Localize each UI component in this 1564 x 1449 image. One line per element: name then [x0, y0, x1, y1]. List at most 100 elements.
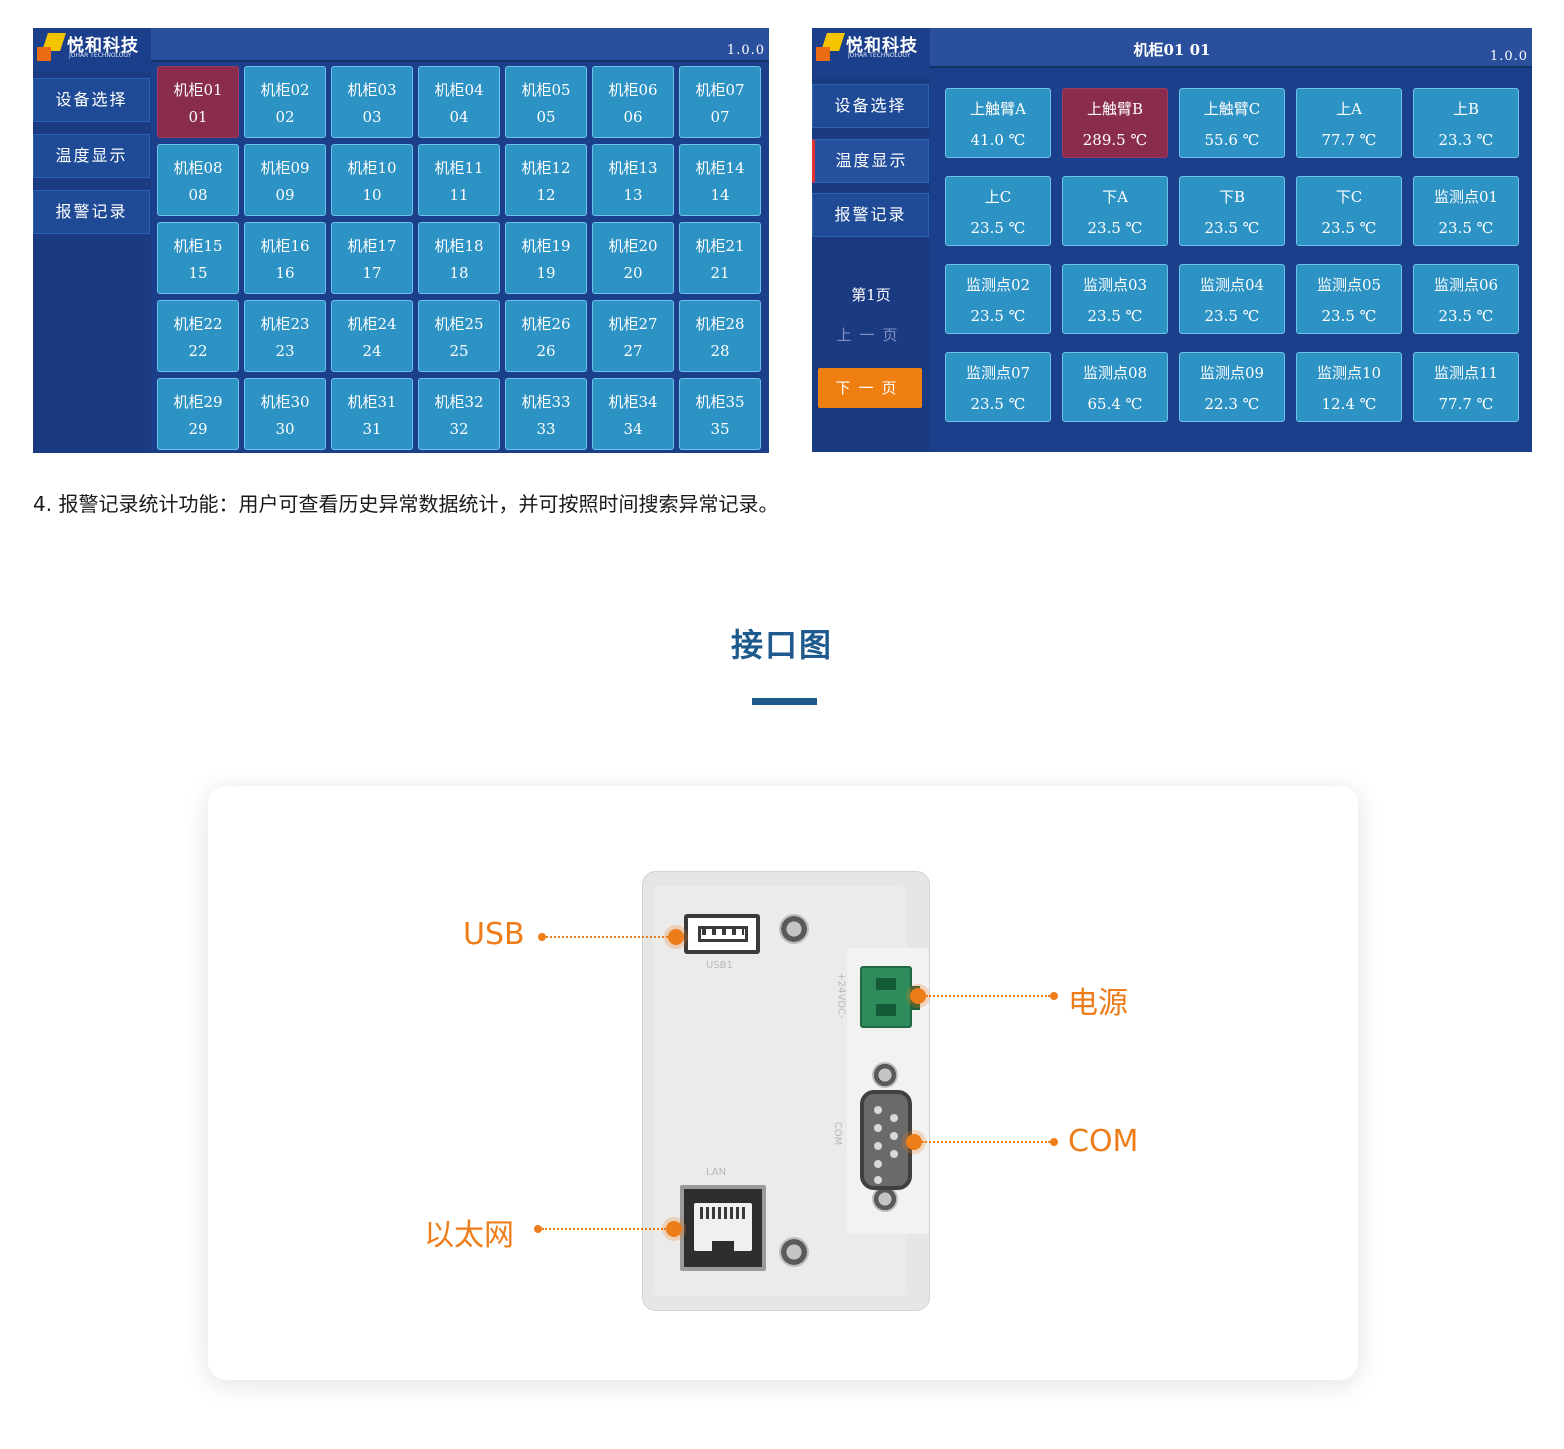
sensor-value: 55.6 ℃ — [1204, 130, 1260, 149]
brand-logo: 悦和科技 JOHAR TECHNOLOGY — [812, 28, 930, 72]
power-connector-icon — [860, 966, 920, 1028]
sidebar-item-alarm-records[interactable]: 报警记录 — [812, 193, 929, 237]
callout-dot — [1050, 1138, 1058, 1146]
cabinet-number: 23 — [275, 341, 295, 360]
sensor-value: 23.5 ℃ — [970, 306, 1026, 325]
callout-marker — [906, 1134, 922, 1150]
cabinet-name: 机柜13 — [608, 158, 658, 177]
sidebar-item-device-select[interactable]: 设备选择 — [812, 84, 929, 128]
cabinet-name: 机柜14 — [695, 158, 745, 177]
callout-line — [926, 995, 1050, 997]
sensor-value: 23.3 ℃ — [1438, 130, 1494, 149]
cabinet-tile[interactable]: 机柜15 15 — [157, 222, 239, 294]
cabinet-number: 15 — [188, 263, 208, 282]
cabinet-number: 32 — [449, 419, 469, 438]
sensor-name: 监测点02 — [965, 275, 1031, 294]
sensor-value: 22.3 ℃ — [1204, 394, 1260, 413]
cabinet-name: 机柜19 — [521, 236, 571, 255]
cabinet-name: 机柜24 — [347, 314, 397, 333]
sidebar: 设备选择 温度显示 报警记录 — [33, 72, 151, 453]
sensor-tile[interactable]: 监测点02 23.5 ℃ — [945, 264, 1051, 334]
cabinet-name: 机柜15 — [173, 236, 223, 255]
sensor-value: 12.4 ℃ — [1321, 394, 1377, 413]
brand-logo: 悦和科技 JOHAR TECHNOLOGY — [33, 28, 151, 72]
sidebar-item-temperature[interactable]: 温度显示 — [33, 134, 150, 178]
usb-port-tag: USB1 — [706, 960, 733, 971]
sidebar-item-temperature[interactable]: 温度显示 — [812, 139, 929, 183]
com-db9-icon — [860, 1090, 912, 1190]
next-page-button[interactable]: 下一页 — [818, 368, 922, 408]
cabinet-tile[interactable]: 机柜25 25 — [418, 300, 500, 372]
screw-icon — [779, 1237, 809, 1267]
sidebar-item-device-select[interactable]: 设备选择 — [33, 78, 150, 122]
screw-icon — [872, 1062, 898, 1088]
cabinet-name: 机柜35 — [695, 392, 745, 411]
sidebar-item-alarm-records[interactable]: 报警记录 — [33, 190, 150, 234]
cabinet-name: 机柜33 — [521, 392, 571, 411]
sensor-value: 23.5 ℃ — [1087, 306, 1143, 325]
sensor-value: 289.5 ℃ — [1082, 130, 1148, 149]
callout-marker — [666, 1221, 682, 1237]
screen-topbar: 机柜01 01 1.0.0 — [812, 28, 1532, 68]
brand-name-cn: 悦和科技 — [67, 36, 139, 56]
cabinet-number: 06 — [623, 107, 643, 126]
cabinet-number: 03 — [362, 107, 382, 126]
prev-page-button[interactable]: 上一页 — [836, 326, 906, 344]
screen-topbar: 1.0.0 — [33, 28, 769, 62]
cabinet-name: 机柜25 — [434, 314, 484, 333]
cabinet-number: 25 — [449, 341, 469, 360]
